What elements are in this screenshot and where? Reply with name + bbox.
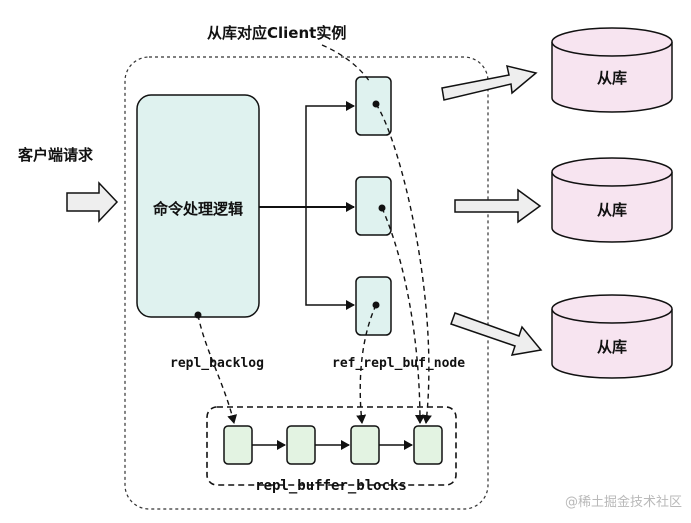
- fanout-upper-line: [305, 101, 355, 207]
- command-logic-label: 命令处理逻辑: [152, 200, 243, 218]
- ref-buf-node-pointer: [356, 304, 377, 424]
- replica-arrow: [454, 188, 542, 224]
- replica-arrow: [450, 312, 543, 356]
- replica-client-label-pointer: [321, 44, 371, 83]
- replica-db-cylinder: 从库: [551, 27, 673, 113]
- replica-client-label: 从库对应Client实例: [207, 24, 346, 42]
- ref-buf-node-pointer: [381, 207, 425, 424]
- replica-arrow: [441, 64, 538, 101]
- buffer-block: [350, 425, 380, 465]
- repl-buffer-blocks-label: repl_buffer_blocks: [255, 478, 407, 494]
- fanout-lower-line: [305, 207, 355, 310]
- watermark: @稀土掘金技术社区: [565, 494, 682, 510]
- repl-backlog-pointer: [197, 314, 238, 424]
- buffer-block: [286, 425, 316, 465]
- replica-db-cylinder: 从库: [551, 294, 673, 379]
- replica-db-label: 从库: [597, 201, 627, 219]
- replica-db-cylinder: 从库: [551, 157, 673, 243]
- master-container: [124, 56, 489, 510]
- buffer-block: [413, 425, 443, 465]
- replica-client-box: [355, 176, 392, 236]
- replica-db-label: 从库: [597, 338, 627, 356]
- client-request-label: 客户端请求: [17, 146, 94, 164]
- replica-db-label: 从库: [597, 69, 627, 87]
- ref-buf-node-pointer: [375, 103, 432, 424]
- ref-repl-buf-node-label: ref_repl_buf_node: [332, 356, 465, 371]
- client-request-arrow: [66, 181, 119, 223]
- repl-buffer-blocks-container: [206, 406, 457, 486]
- repl-backlog-label: repl_backlog: [170, 356, 264, 371]
- buffer-block: [223, 425, 253, 465]
